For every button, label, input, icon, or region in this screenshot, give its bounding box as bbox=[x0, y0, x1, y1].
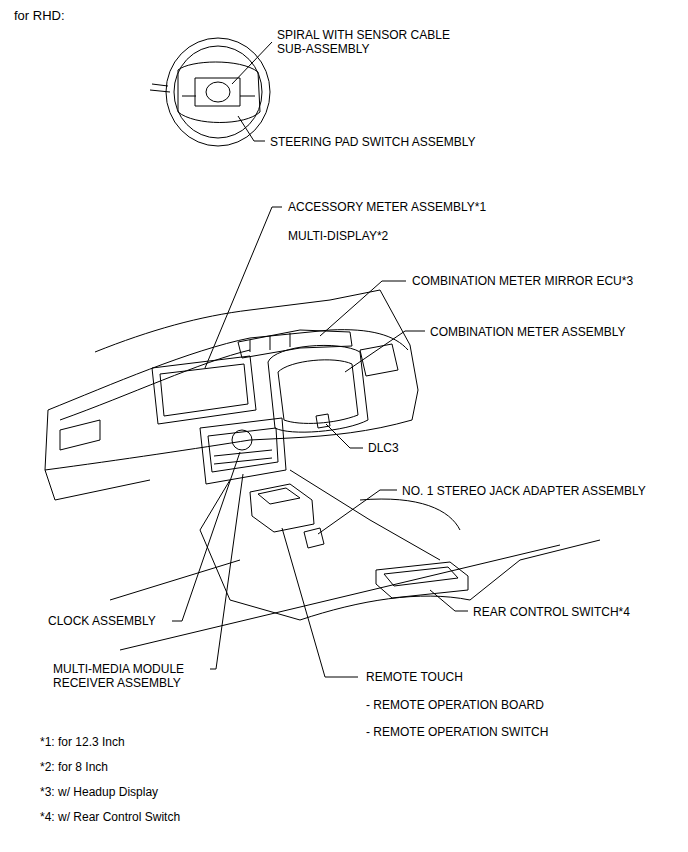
dashboard bbox=[45, 290, 418, 500]
steering-wheel bbox=[150, 38, 270, 146]
part-name: CLOCK ASSEMBLY bbox=[48, 614, 156, 628]
part-name: ACCESSORY METER ASSEMBLY*1 bbox=[288, 200, 486, 214]
combination-meter bbox=[268, 345, 368, 432]
accessory-meter bbox=[152, 356, 256, 424]
footnote: *1: for 12.3 Inch bbox=[40, 735, 125, 749]
footnote: *4: w/ Rear Control Switch bbox=[40, 810, 180, 824]
part-name: COMBINATION METER ASSEMBLY bbox=[430, 325, 626, 339]
part-name: MULTI-DISPLAY*2 bbox=[288, 229, 388, 243]
footnote: *3: w/ Headup Display bbox=[40, 785, 158, 799]
part-name: STEERING PAD SWITCH ASSEMBLY bbox=[270, 135, 476, 149]
footnote: *2: for 8 Inch bbox=[40, 760, 108, 774]
part-name: COMBINATION METER MIRROR ECU*3 bbox=[412, 274, 633, 288]
part-name: - REMOTE OPERATION SWITCH bbox=[366, 725, 548, 739]
part-name: - REMOTE OPERATION BOARD bbox=[366, 698, 544, 712]
part-name: REAR CONTROL SWITCH*4 bbox=[473, 605, 630, 619]
remote-touch bbox=[250, 484, 314, 532]
part-name: SPIRAL WITH SENSOR CABLE SUB-ASSEMBLY bbox=[277, 28, 462, 56]
stereo-jack bbox=[304, 528, 324, 548]
mirror-ecu bbox=[238, 330, 352, 358]
page-title: for RHD: bbox=[14, 9, 65, 23]
part-name: MULTI-MEDIA MODULE RECEIVER ASSEMBLY bbox=[53, 662, 203, 690]
part-name: NO. 1 STEREO JACK ADAPTER ASSEMBLY bbox=[402, 484, 646, 498]
floor bbox=[110, 540, 600, 650]
rear-control-switch bbox=[376, 562, 468, 598]
part-name: REMOTE TOUCH bbox=[366, 670, 463, 684]
part-name: DLC3 bbox=[368, 441, 399, 455]
